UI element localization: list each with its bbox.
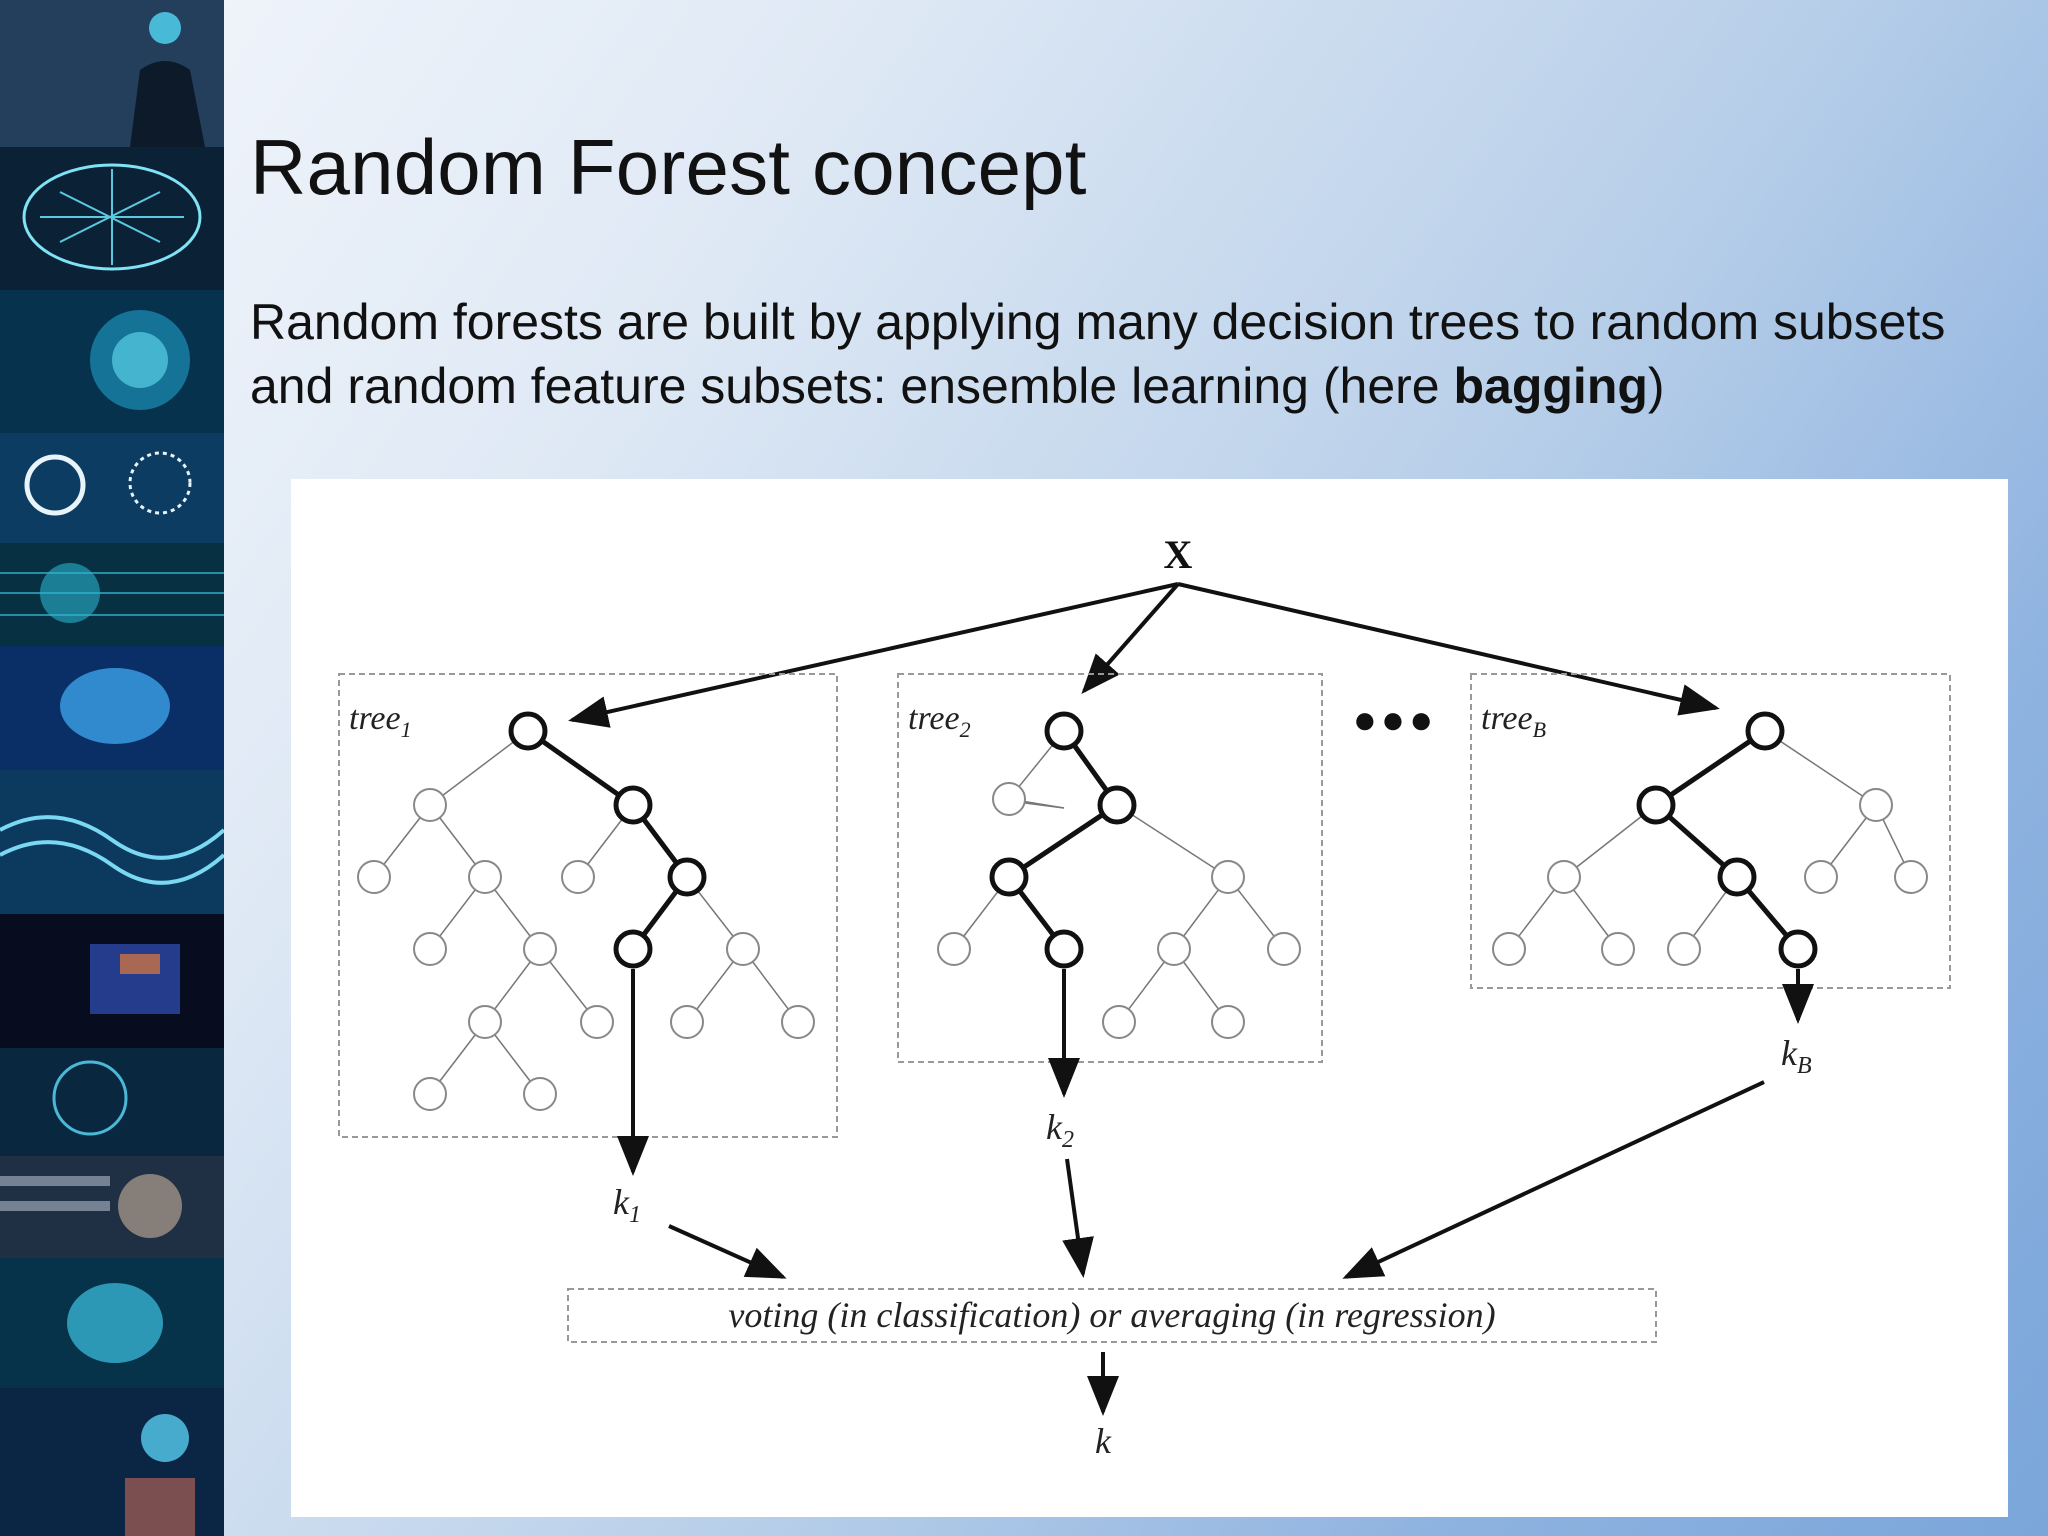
output-k2-label: k2 [1046, 1107, 1074, 1153]
gear-brain-icon [0, 433, 224, 543]
tree-2-box [897, 673, 1323, 1063]
body-text-end: ) [1647, 358, 1665, 414]
body-text-bold-term: bagging [1453, 358, 1648, 414]
ai-head-icon [0, 0, 224, 147]
tree-b-label: treeB [1481, 700, 1546, 742]
body-text-plain: Random forests are built by applying man… [250, 294, 1946, 414]
tree-1-label: tree1 [349, 700, 412, 742]
tree-1-box [338, 673, 838, 1138]
tree-b [1492, 711, 1928, 969]
output-kb-label: kB [1781, 1033, 1812, 1079]
input-arrows [568, 582, 1720, 728]
final-output-label: k [1095, 1421, 1112, 1461]
slide-body-text: Random forests are built by applying man… [250, 290, 2010, 418]
aggregator-input-arrows [668, 1080, 1765, 1279]
binary-head-icon [0, 1156, 224, 1258]
brain-hand-icon [0, 1388, 224, 1536]
tree-output-arrows [617, 969, 1814, 1176]
output-k1-label: k1 [613, 1182, 641, 1228]
aggregator-box [567, 1288, 1657, 1343]
digital-face-icon [0, 290, 224, 433]
slide-title: Random Forest concept [250, 123, 1087, 211]
input-x-label: X [1164, 532, 1193, 577]
circuit-brain-icon [0, 147, 224, 290]
data-face-icon [0, 543, 224, 646]
glowing-brain-icon [0, 646, 224, 770]
neural-waves-icon [0, 770, 224, 914]
tree-2-label: tree2 [908, 700, 971, 742]
aggregator-label: voting (in classification) or averaging … [728, 1295, 1495, 1335]
tree-1 [357, 711, 815, 1111]
circuit-head-icon [0, 1048, 224, 1156]
code-face-icon [0, 914, 224, 1048]
tree-ellipsis: ●●● [1353, 698, 1437, 742]
side-image-strip [0, 0, 224, 1536]
brain-network-icon [0, 1258, 224, 1388]
tree-b-box [1470, 673, 1951, 989]
tree-2 [937, 711, 1301, 1039]
random-forest-diagram: X tree1 tree2 treeB ●●● [291, 479, 2008, 1517]
